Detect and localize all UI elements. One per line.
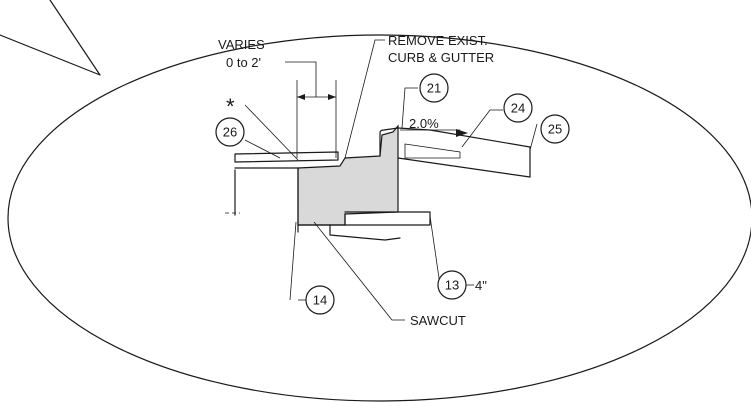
svg-text:13: 13: [445, 278, 459, 293]
callout-24: 24: [503, 93, 533, 123]
remove-curb-leader: [344, 39, 385, 159]
callout-25: 25: [540, 114, 570, 144]
sawcut-label: SAWCUT: [410, 313, 466, 328]
remove-curb-label-2: CURB & GUTTER: [388, 50, 494, 65]
callout-14: 14: [305, 285, 335, 315]
backfill-slope: [397, 127, 531, 178]
corner-lines: [0, 0, 101, 76]
varies-label: VARIES: [218, 37, 265, 52]
svg-text:21: 21: [427, 81, 441, 96]
callout-leaders: [401, 87, 538, 286]
svg-text:24: 24: [511, 101, 525, 116]
varies-range-label: 0 to 2': [226, 55, 261, 70]
detail-ellipse: [7, 34, 751, 402]
slope-label: 2.0%: [409, 116, 439, 131]
curb-gutter-body: [297, 124, 399, 226]
existing-pavement: [225, 151, 339, 216]
remove-curb-label-1: REMOVE EXIST.: [388, 33, 488, 48]
asterisk-mark: *: [226, 94, 235, 119]
svg-text:26: 26: [223, 125, 237, 140]
varies-dimension: [285, 61, 337, 158]
svg-text:25: 25: [548, 122, 562, 137]
thickness-label: 4": [475, 278, 487, 293]
svg-text:14: 14: [313, 293, 327, 308]
callout-21: 21: [419, 73, 449, 103]
callout-13: 13: [437, 270, 467, 300]
callout-26: 26: [215, 117, 245, 147]
